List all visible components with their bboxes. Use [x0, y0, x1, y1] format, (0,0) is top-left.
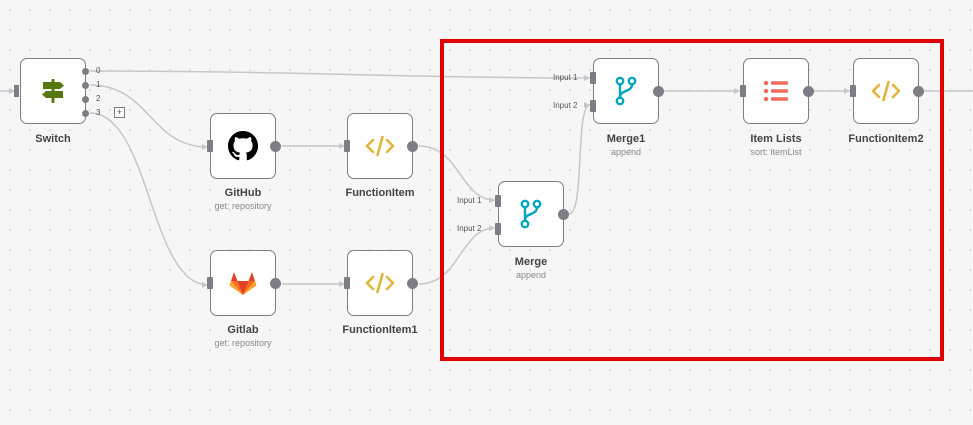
gitlab-node-label: Gitlab: [227, 324, 259, 336]
switch-node[interactable]: [20, 58, 89, 124]
switch-output-2-port[interactable]: [82, 96, 89, 103]
add-node-button[interactable]: +: [114, 107, 125, 118]
merge-output-port[interactable]: [558, 209, 569, 220]
highlight-box: [440, 39, 944, 361]
wire-functionitem-merge: [418, 145, 496, 201]
merge-node-label: Merge: [514, 256, 548, 268]
merge1-input-1-port[interactable]: [590, 72, 596, 84]
merge1-output-port[interactable]: [653, 86, 664, 97]
item-lists-node-label: Item Lists: [750, 133, 802, 145]
functionitem2-node-label: FunctionItem2: [848, 133, 924, 145]
merge-node[interactable]: [495, 181, 569, 247]
switch-node-label: Switch: [35, 133, 71, 145]
signpost-icon: [39, 77, 67, 105]
functionitem-node[interactable]: [344, 113, 418, 179]
github-node[interactable]: [207, 113, 281, 179]
merge-branch-icon: [614, 76, 638, 106]
merge1-node-subtitle: append: [610, 147, 642, 157]
merge1-node-label: Merge1: [606, 133, 646, 145]
merge-input-2-port[interactable]: [495, 223, 501, 235]
wire-functionitem1-merge: [418, 227, 496, 285]
merge-input-1-label: Input 1: [457, 196, 482, 205]
merge-node-subtitle: append: [515, 270, 547, 280]
gitlab-node[interactable]: [207, 250, 281, 316]
merge-input-2-label: Input 2: [457, 224, 482, 233]
switch-output-1-port[interactable]: [82, 82, 89, 89]
merge-branch-icon: [519, 199, 543, 229]
functionitem1-output-port[interactable]: [407, 278, 418, 289]
gitlab-input-port[interactable]: [207, 277, 213, 289]
switch-output-0-port[interactable]: [82, 68, 89, 75]
functionitem-node-label: FunctionItem: [345, 187, 415, 199]
list-icon: [763, 80, 789, 102]
code-icon: [365, 135, 395, 157]
offscreen-input-stub: [14, 85, 19, 97]
functionitem1-node-label: FunctionItem1: [342, 324, 418, 336]
github-input-port[interactable]: [207, 140, 213, 152]
functionitem2-node[interactable]: [850, 58, 924, 124]
code-icon: [871, 80, 901, 102]
wire-switch3-gitlab: [89, 112, 209, 286]
merge1-input-2-port[interactable]: [590, 100, 596, 112]
item-lists-node-subtitle: sort: itemList: [750, 147, 802, 157]
merge1-node[interactable]: [590, 58, 664, 124]
wire-switch1-github: [89, 84, 209, 148]
wire-merge-merge1: [568, 104, 591, 215]
switch-output-label-3: 3: [96, 108, 101, 117]
code-icon: [365, 272, 395, 294]
item-lists-input-port[interactable]: [740, 85, 746, 97]
functionitem2-output-port[interactable]: [913, 86, 924, 97]
switch-output-label-0: 0: [96, 66, 101, 75]
functionitem1-input-port[interactable]: [344, 277, 350, 289]
wire-switch0-merge1: [89, 70, 591, 79]
functionitem-input-port[interactable]: [344, 140, 350, 152]
github-icon: [228, 131, 258, 161]
gitlab-node-subtitle: get: repository: [214, 338, 272, 348]
merge1-input-2-label: Input 2: [553, 101, 578, 110]
merge-input-1-port[interactable]: [495, 195, 501, 207]
item-lists-node[interactable]: [740, 58, 814, 124]
merge1-input-1-label: Input 1: [553, 73, 578, 82]
gitlab-icon: [229, 270, 257, 296]
github-node-label: GitHub: [224, 187, 262, 199]
github-node-subtitle: get: repository: [214, 201, 272, 211]
switch-output-label-2: 2: [96, 94, 101, 103]
functionitem2-input-port[interactable]: [850, 85, 856, 97]
github-output-port[interactable]: [270, 141, 281, 152]
item-lists-output-port[interactable]: [803, 86, 814, 97]
functionitem1-node[interactable]: [344, 250, 418, 316]
gitlab-output-port[interactable]: [270, 278, 281, 289]
switch-output-label-1: 1: [96, 80, 101, 89]
switch-output-3-port[interactable]: [82, 110, 89, 117]
functionitem-output-port[interactable]: [407, 141, 418, 152]
